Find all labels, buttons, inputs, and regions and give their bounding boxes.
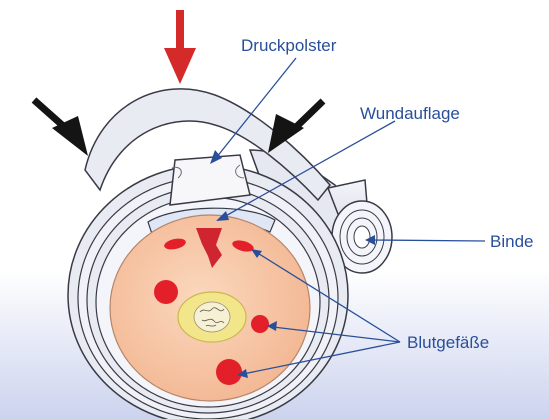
vessel-right	[251, 315, 269, 333]
bone	[178, 292, 246, 342]
vessel-left	[154, 280, 178, 304]
label-wound-dressing: Wundauflage	[360, 104, 460, 124]
red-pressure-arrow-icon	[164, 10, 196, 84]
vessel-bottom	[216, 359, 242, 385]
label-blood-vessels: Blutgefäße	[407, 333, 489, 353]
label-bandage: Binde	[490, 232, 533, 252]
black-pressure-arrow-icon	[34, 100, 88, 156]
black-pressure-arrow-icon	[268, 101, 323, 153]
label-pressure-pad: Druckpolster	[241, 36, 336, 56]
